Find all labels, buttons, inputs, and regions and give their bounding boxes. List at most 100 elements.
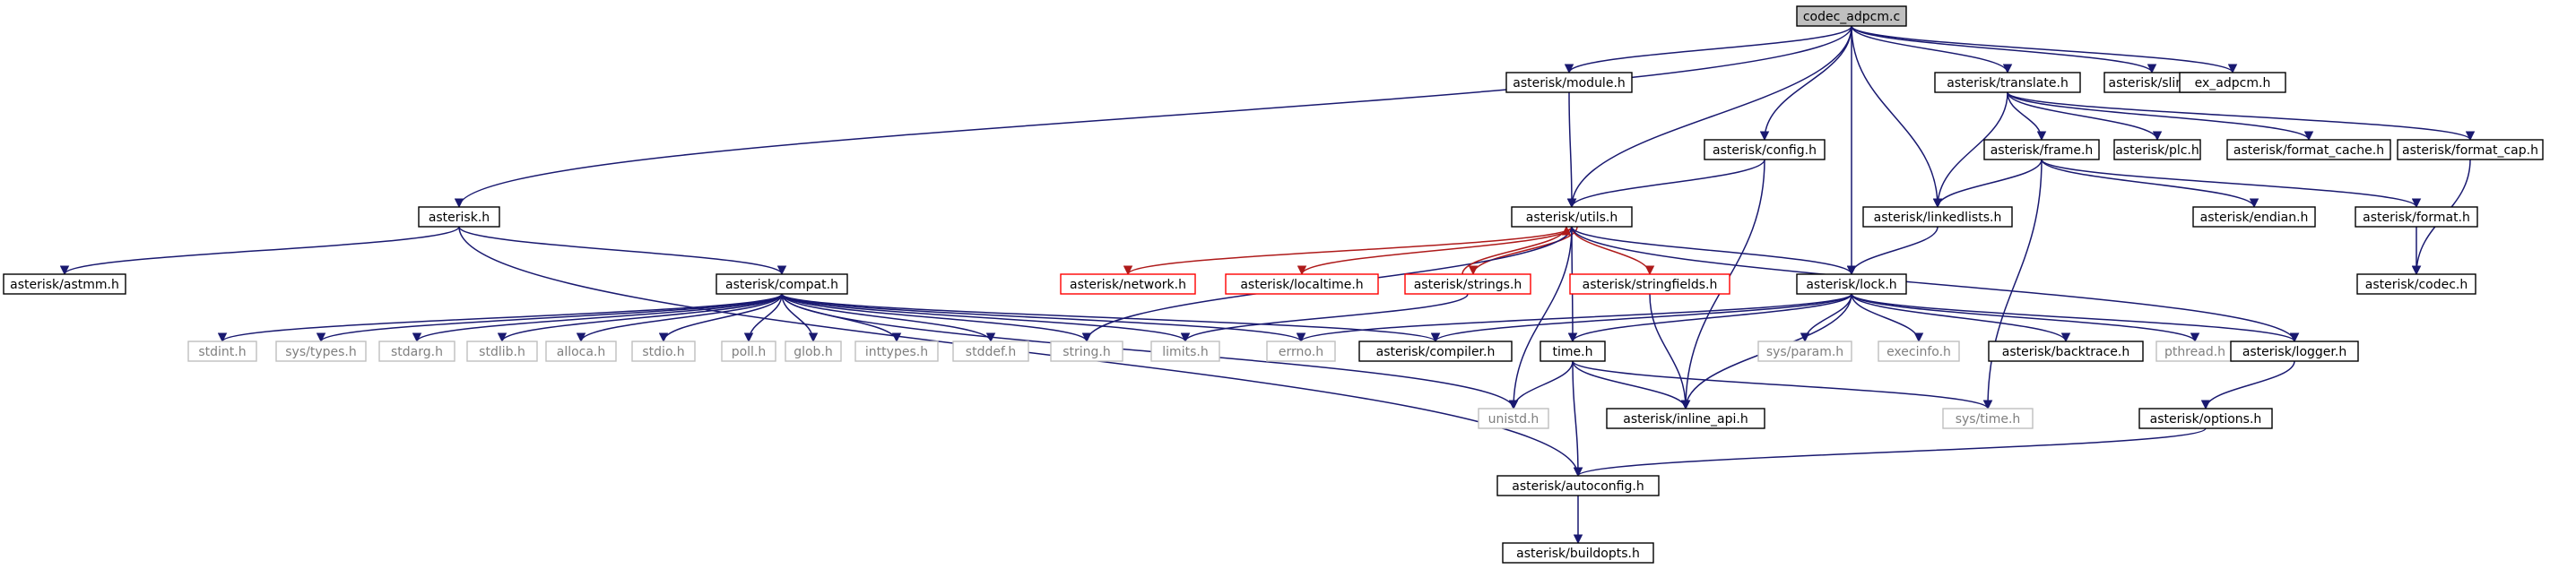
edge-compat-to-alloca	[576, 293, 783, 343]
node-strings[interactable]: asterisk/strings.h	[1404, 273, 1531, 295]
node-box	[466, 341, 538, 362]
node-compat[interactable]: asterisk/compat.h	[716, 273, 848, 295]
node-utils[interactable]: asterisk/utils.h	[1511, 206, 1633, 228]
node-label: stdint.h	[198, 345, 246, 359]
node-inttypes[interactable]: inttypes.h	[854, 341, 939, 362]
edge-codec_adpcm-to-module	[1564, 25, 1852, 74]
node-buildopts[interactable]: asterisk/buildopts.h	[1502, 542, 1654, 564]
node-sys-time[interactable]: sys/time.h	[1942, 408, 2034, 429]
node-box	[2356, 273, 2476, 295]
node-autoconfig[interactable]: asterisk/autoconfig.h	[1496, 475, 1660, 496]
node-box	[1569, 273, 1730, 295]
edge-linkedlists-to-lock	[1846, 226, 1939, 276]
node-translate[interactable]: asterisk/translate.h	[1934, 72, 2081, 93]
node-plc[interactable]: asterisk/plc.h	[2113, 139, 2201, 160]
node-ex-adpcm[interactable]: ex_adpcm.h	[2179, 72, 2286, 93]
node-execinfo[interactable]: execinfo.h	[1878, 341, 1960, 362]
node-compiler[interactable]: asterisk/compiler.h	[1358, 341, 1513, 362]
node-stddef[interactable]: stddef.h	[952, 341, 1029, 362]
node-box	[1225, 273, 1379, 295]
node-codec[interactable]: asterisk/codec.h	[2356, 273, 2476, 295]
edge-logger-to-options	[2200, 360, 2295, 410]
node-box	[1796, 5, 1907, 27]
node-box	[1934, 72, 2081, 93]
node-box	[2397, 139, 2544, 160]
node-label: asterisk/astmm.h	[10, 278, 119, 292]
node-box	[275, 341, 367, 362]
edge-codec_adpcm-to-linkedlists	[1851, 25, 1943, 209]
node-linkedlists[interactable]: asterisk/linkedlists.h	[1862, 206, 2013, 228]
edge-compat-to-glob	[781, 293, 819, 343]
node-stringfields[interactable]: asterisk/stringfields.h	[1569, 273, 1730, 295]
node-format[interactable]: asterisk/format.h	[2355, 206, 2478, 228]
edge-lock-to-execinfo	[1851, 293, 1924, 343]
node-backtrace[interactable]: asterisk/backtrace.h	[1988, 341, 2144, 362]
node-box	[1878, 341, 1960, 362]
node-stdarg[interactable]: stdarg.h	[378, 341, 455, 362]
node-label: sys/time.h	[1956, 412, 2021, 427]
node-label: codec_adpcm.c	[1803, 10, 1900, 24]
node-box	[785, 341, 842, 362]
node-label: asterisk/codec.h	[2365, 278, 2468, 292]
node-alloca[interactable]: alloca.h	[545, 341, 617, 362]
node-options[interactable]: asterisk/options.h	[2138, 408, 2273, 429]
node-asterisk-h[interactable]: asterisk.h	[418, 206, 500, 228]
node-poll[interactable]: poll.h	[721, 341, 776, 362]
edge-lock-to-backtrace	[1851, 293, 2071, 343]
node-astmm[interactable]: asterisk/astmm.h	[3, 273, 126, 295]
node-config[interactable]: asterisk/config.h	[1704, 139, 1826, 160]
node-stdio[interactable]: stdio.h	[631, 341, 696, 362]
node-box	[1478, 408, 1549, 429]
node-label: asterisk/buildopts.h	[1516, 547, 1640, 561]
node-network[interactable]: asterisk/network.h	[1060, 273, 1196, 295]
node-frame[interactable]: asterisk/frame.h	[1983, 139, 2100, 160]
edge-time_h-to-sys_time	[1572, 360, 1993, 410]
node-label: asterisk/backtrace.h	[2002, 345, 2129, 359]
node-localtime[interactable]: asterisk/localtime.h	[1225, 273, 1379, 295]
node-logger[interactable]: asterisk/logger.h	[2230, 341, 2359, 362]
node-format-cap[interactable]: asterisk/format_cap.h	[2397, 139, 2544, 160]
node-sys-param[interactable]: sys/param.h	[1757, 341, 1852, 362]
edge-codec_adpcm-to-config	[1759, 25, 1852, 142]
node-time-h[interactable]: time.h	[1540, 341, 1606, 362]
node-label: asterisk/utils.h	[1526, 211, 1618, 225]
node-format-cache[interactable]: asterisk/format_cache.h	[2226, 139, 2391, 160]
node-label: limits.h	[1162, 345, 1208, 359]
edge-compat-to-stdlib	[497, 293, 783, 343]
node-label: asterisk/compat.h	[725, 278, 838, 292]
node-slin[interactable]: asterisk/slin.h	[2103, 72, 2200, 93]
edge-compat-to-stdio	[658, 293, 783, 343]
node-box	[1540, 341, 1606, 362]
node-label: execinfo.h	[1886, 345, 1951, 359]
node-label: stddef.h	[966, 345, 1016, 359]
node-label: asterisk/endian.h	[2200, 211, 2309, 225]
edge-compat-to-unistd	[781, 293, 1519, 410]
node-label: asterisk/strings.h	[1414, 278, 1522, 292]
node-stdint[interactable]: stdint.h	[187, 341, 257, 362]
node-endian[interactable]: asterisk/endian.h	[2192, 206, 2316, 228]
node-sys-types[interactable]: sys/types.h	[275, 341, 367, 362]
node-unistd[interactable]: unistd.h	[1478, 408, 1549, 429]
node-pthread[interactable]: pthread.h	[2155, 341, 2234, 362]
edge-frame-to-sys_time	[1982, 159, 2043, 410]
node-limits[interactable]: limits.h	[1150, 341, 1220, 362]
node-box	[1404, 273, 1531, 295]
node-inline-api[interactable]: asterisk/inline_api.h	[1606, 408, 1765, 429]
node-box	[2192, 206, 2316, 228]
node-box	[1988, 341, 2144, 362]
node-box	[1511, 206, 1633, 228]
node-box	[2113, 139, 2201, 160]
edge-lock-to-compiler	[1430, 293, 1852, 343]
edge-utils-to-strings	[1468, 226, 1578, 276]
node-codec-adpcm: codec_adpcm.c	[1796, 5, 1907, 27]
node-module[interactable]: asterisk/module.h	[1505, 72, 1633, 93]
node-box	[1358, 341, 1513, 362]
node-stdlib[interactable]: stdlib.h	[466, 341, 538, 362]
node-lock[interactable]: asterisk/lock.h	[1796, 273, 1907, 295]
node-glob[interactable]: glob.h	[785, 341, 842, 362]
node-label: stdarg.h	[391, 345, 443, 359]
edge-frame-to-endian	[2041, 159, 2259, 209]
node-errno[interactable]: errno.h	[1266, 341, 1336, 362]
node-string[interactable]: string.h	[1050, 341, 1123, 362]
node-box	[2179, 72, 2286, 93]
